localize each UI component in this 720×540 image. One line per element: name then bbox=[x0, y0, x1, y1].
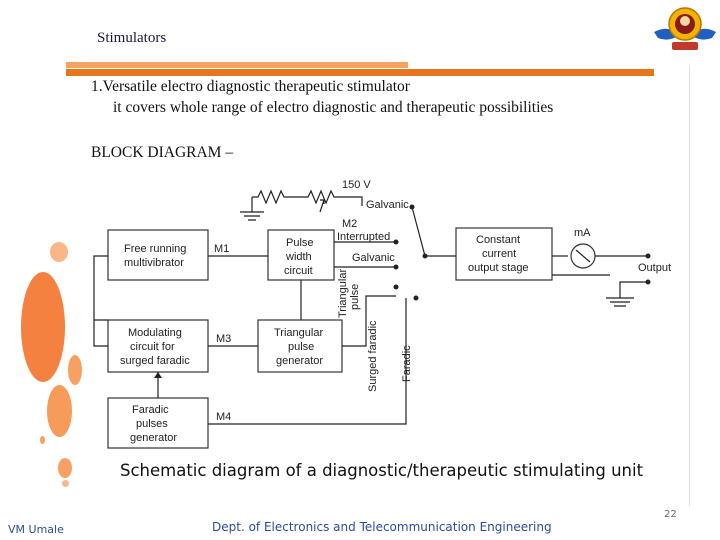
modulating-block bbox=[107, 319, 209, 373]
m2-label: M2 bbox=[342, 218, 357, 230]
constant-text-2: current bbox=[482, 248, 516, 260]
far-text-1: Faradic bbox=[132, 404, 169, 416]
triangular-pulse-vertical-1: Triangular bbox=[337, 269, 349, 318]
far-text-2: pulses bbox=[136, 418, 168, 430]
m4-wire bbox=[208, 298, 407, 425]
block-diagram-heading: BLOCK DIAGRAM – bbox=[91, 144, 234, 161]
node-surged bbox=[393, 284, 399, 290]
slide-title: Stimulators bbox=[97, 30, 167, 46]
free-running-text-2: multivibrator bbox=[124, 257, 184, 269]
diagram-caption: Schematic diagram of a diagnostic/therap… bbox=[120, 461, 644, 480]
decor-circle bbox=[58, 458, 72, 478]
interrupted-label: Interrupted bbox=[337, 231, 390, 243]
free-running-text-1: Free running bbox=[124, 243, 186, 255]
tri-text-3: generator bbox=[276, 355, 323, 367]
voltage-label: 150 V bbox=[342, 179, 371, 191]
page-number: 22 bbox=[664, 509, 677, 520]
college-logo-icon bbox=[654, 7, 716, 50]
constant-text-1: Constant bbox=[476, 234, 520, 246]
mod-text-3: surged faradic bbox=[120, 355, 190, 367]
faradic-block bbox=[107, 397, 209, 449]
constant-current-block bbox=[455, 227, 553, 281]
point-1-sub: it covers whole range of electro diagnos… bbox=[113, 99, 554, 116]
pot-arrow bbox=[319, 199, 325, 213]
pulse-text-2: width bbox=[285, 251, 312, 263]
decor-circle-large bbox=[21, 272, 65, 382]
m1-label: M1 bbox=[214, 243, 229, 255]
far-text-3: generator bbox=[130, 432, 177, 444]
m4-label: M4 bbox=[216, 411, 231, 423]
tri-text-2: pulse bbox=[288, 341, 314, 353]
free-running-block bbox=[107, 229, 209, 281]
node-faradic bbox=[413, 295, 419, 301]
footer-author: VM Umale bbox=[8, 523, 64, 536]
arrow-up-icon bbox=[154, 372, 162, 378]
output-terminal-top bbox=[645, 253, 651, 259]
decor-circle bbox=[62, 480, 69, 487]
galvanic-wire bbox=[252, 189, 363, 206]
feedback-wire bbox=[93, 255, 108, 347]
galvanic-top-label: Galvanic bbox=[366, 199, 409, 211]
mod-text-1: Modulating bbox=[128, 327, 182, 339]
switch-arm bbox=[411, 206, 426, 257]
m3-label: M3 bbox=[216, 333, 231, 345]
mod-text-2: circuit for bbox=[130, 341, 175, 353]
galvanic-label: Galvanic bbox=[352, 252, 395, 264]
pulse-text-3: circuit bbox=[284, 265, 313, 277]
output-ground-wire bbox=[552, 274, 648, 298]
decor-circle bbox=[47, 385, 72, 437]
pulse-width-block bbox=[267, 229, 335, 281]
ground-icon bbox=[240, 211, 264, 221]
tri-text-1: Triangular bbox=[274, 327, 323, 339]
triangular-to-surged bbox=[342, 295, 396, 347]
faradic-vertical: Faradic bbox=[401, 345, 413, 382]
right-divider bbox=[689, 66, 690, 506]
triangular-block bbox=[257, 319, 343, 373]
block-diagram: 150 V Galvanic M2 Interrupted Galvanic F… bbox=[93, 179, 671, 449]
ma-label: mA bbox=[574, 227, 591, 239]
footer-department: Dept. of Electronics and Telecommunicati… bbox=[212, 520, 552, 534]
constant-text-3: output stage bbox=[468, 262, 529, 274]
decor-circle bbox=[50, 242, 68, 262]
decor-circle bbox=[68, 355, 82, 385]
header-bar bbox=[66, 69, 654, 76]
header-bar-light bbox=[66, 62, 408, 68]
output-label: Output bbox=[638, 262, 671, 274]
surged-faradic-vertical: Surged faradic bbox=[367, 320, 379, 392]
point-1: 1.Versatile electro diagnostic therapeut… bbox=[91, 78, 410, 95]
ammeter-needle bbox=[575, 249, 591, 263]
decor-circle bbox=[40, 436, 45, 444]
triangular-pulse-vertical-2: pulse bbox=[349, 284, 361, 310]
pulse-text-1: Pulse bbox=[286, 237, 314, 249]
output-ground-icon bbox=[606, 297, 634, 307]
